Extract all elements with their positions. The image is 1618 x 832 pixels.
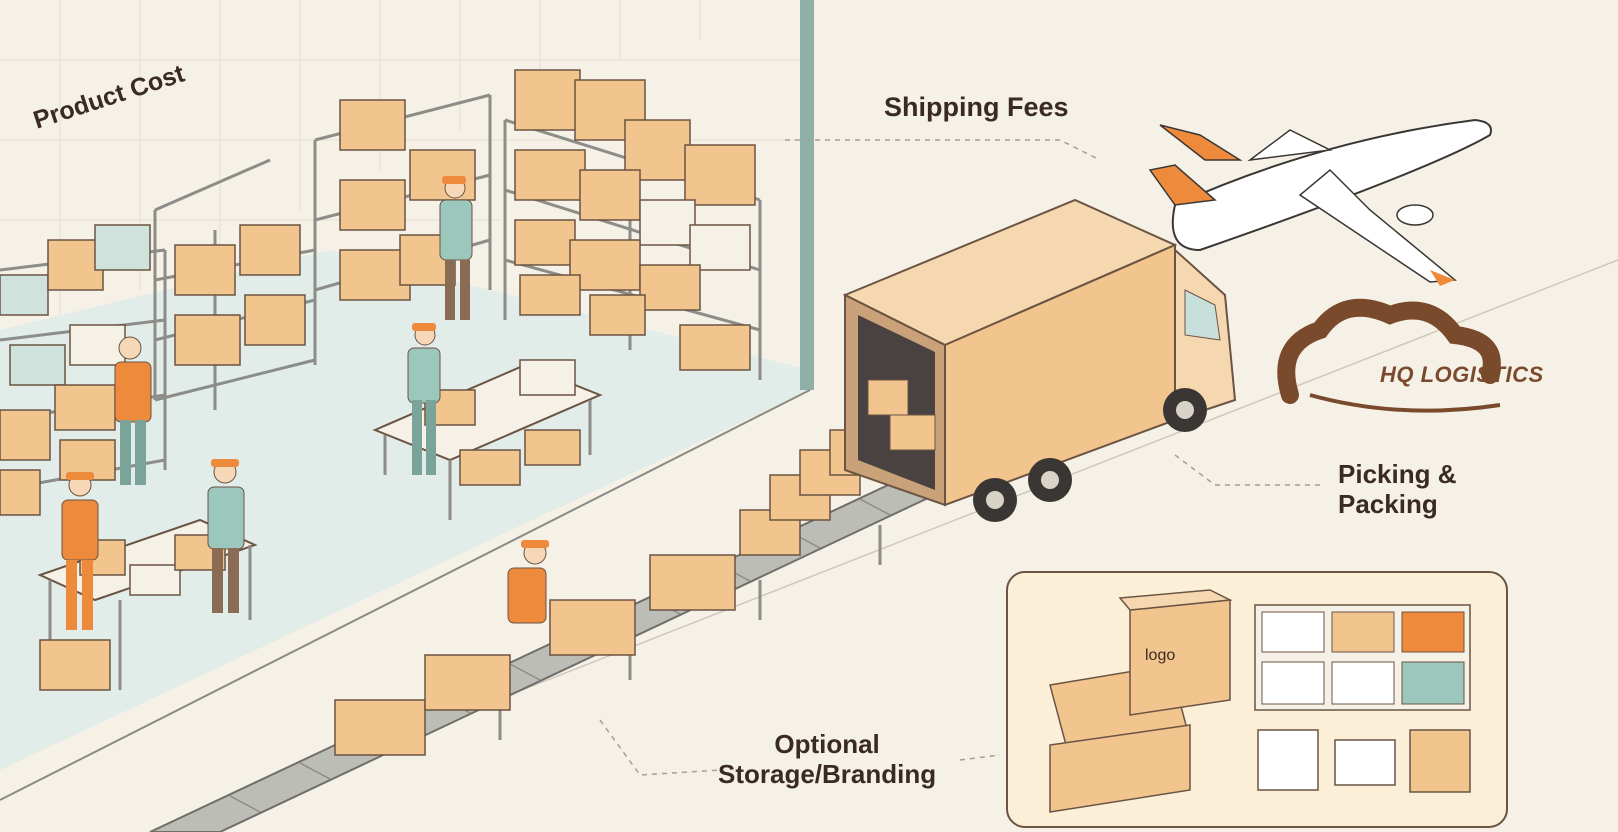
branding-box-logo-label: logo (1145, 647, 1175, 664)
worker-shelf-left (114, 336, 152, 485)
shelf-boxes-left (0, 224, 151, 516)
brand-name: HQ LOGISTICS (1380, 362, 1544, 387)
label-storage-line1: Optional (774, 729, 880, 759)
worker-table-left-1 (61, 472, 99, 630)
warehouse-floor (0, 250, 810, 770)
label-shipping-fees: Shipping Fees (884, 92, 1069, 122)
worker-conveyor (507, 540, 549, 624)
label-picking-packing: Picking & Packing (1338, 459, 1457, 520)
shelf-boxes-3 (339, 99, 476, 301)
label-picking-packing-line1: Picking & (1338, 459, 1457, 489)
worker-shelf-top (439, 176, 473, 320)
hq-logistics-logo-icon (1277, 298, 1501, 413)
airplane (1148, 118, 1492, 286)
shelf-boxes-2 (174, 224, 306, 366)
worker-table-center (407, 323, 441, 475)
floor-edge (0, 389, 811, 801)
label-picking-packing-line2: Packing (1338, 488, 1438, 519)
worker-table-left-2 (207, 459, 245, 613)
shelf-boxes-4 (514, 69, 756, 371)
delivery-truck (842, 198, 1237, 522)
label-storage-line2: Storage/Branding (718, 758, 937, 789)
packing-table-center (372, 359, 603, 520)
warehouse-pillar (800, 0, 814, 390)
leader-lines (599, 139, 1320, 776)
branding-panel: logo (1006, 571, 1508, 828)
label-storage-branding: Optional Storage/Branding (718, 729, 937, 790)
warehouse-back-wall (0, 0, 800, 330)
